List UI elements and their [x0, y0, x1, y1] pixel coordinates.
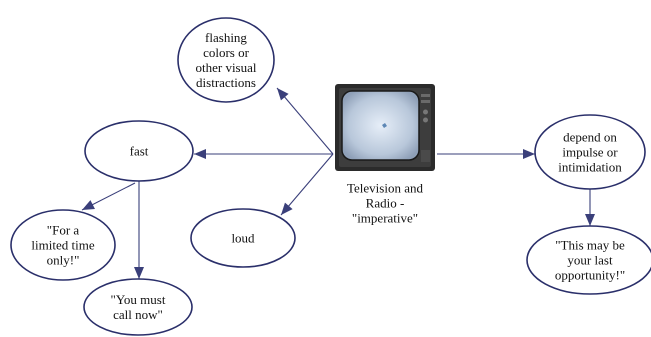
edge-center-to-fast [194, 149, 333, 159]
node-label-line: colors or [203, 45, 250, 60]
svg-text:loud: loud [231, 231, 255, 246]
node-label-line: flashing [205, 30, 247, 45]
node-label-line: opportunity!" [555, 268, 625, 283]
node-label-line: impulse or [562, 145, 618, 160]
node-label-line: call now" [113, 307, 163, 322]
node-label-line: only!" [47, 253, 80, 268]
svg-text:fast: fast [130, 144, 149, 159]
arrowhead-icon [134, 267, 144, 279]
node-label-line: "You must [111, 292, 166, 307]
arrowhead-icon [523, 149, 535, 159]
edge-center-to-loud [280, 153, 334, 216]
node-label-line: "imperative" [352, 211, 418, 226]
node-label-line: fast [130, 144, 149, 159]
node-fast: fast [84, 120, 194, 182]
edge-line [280, 153, 334, 216]
edges-layer [81, 87, 595, 279]
arrowhead-icon [277, 88, 289, 101]
node-label-line: Radio - [366, 196, 405, 211]
node-label-line: Television and [347, 181, 423, 196]
node-label-line: "This may be [555, 238, 625, 253]
node-label-line: intimidation [558, 160, 622, 175]
node-label-line: "For a [47, 223, 80, 238]
node-label-line: depend on [563, 130, 617, 145]
arrowhead-icon [82, 200, 95, 210]
arrowhead-icon [194, 149, 206, 159]
node-label-line: limited time [31, 238, 94, 253]
arrowhead-icon [585, 214, 595, 226]
edge-line [276, 87, 334, 155]
edge-fast-to-limited_time [81, 182, 136, 211]
television-icon [335, 84, 435, 171]
edge-center-to-flashing [276, 87, 334, 155]
edge-impulse-to-last_opportunity [585, 189, 595, 226]
node-label-line: distractions [196, 75, 256, 90]
arrowhead-icon [281, 202, 293, 215]
edge-center-to-impulse [437, 149, 535, 159]
edge-fast-to-must_call [134, 181, 144, 279]
node-label-line: other visual [195, 60, 256, 75]
node-label-line: your last [567, 253, 613, 268]
node-label-line: loud [231, 231, 255, 246]
node-loud: loud [190, 208, 296, 268]
